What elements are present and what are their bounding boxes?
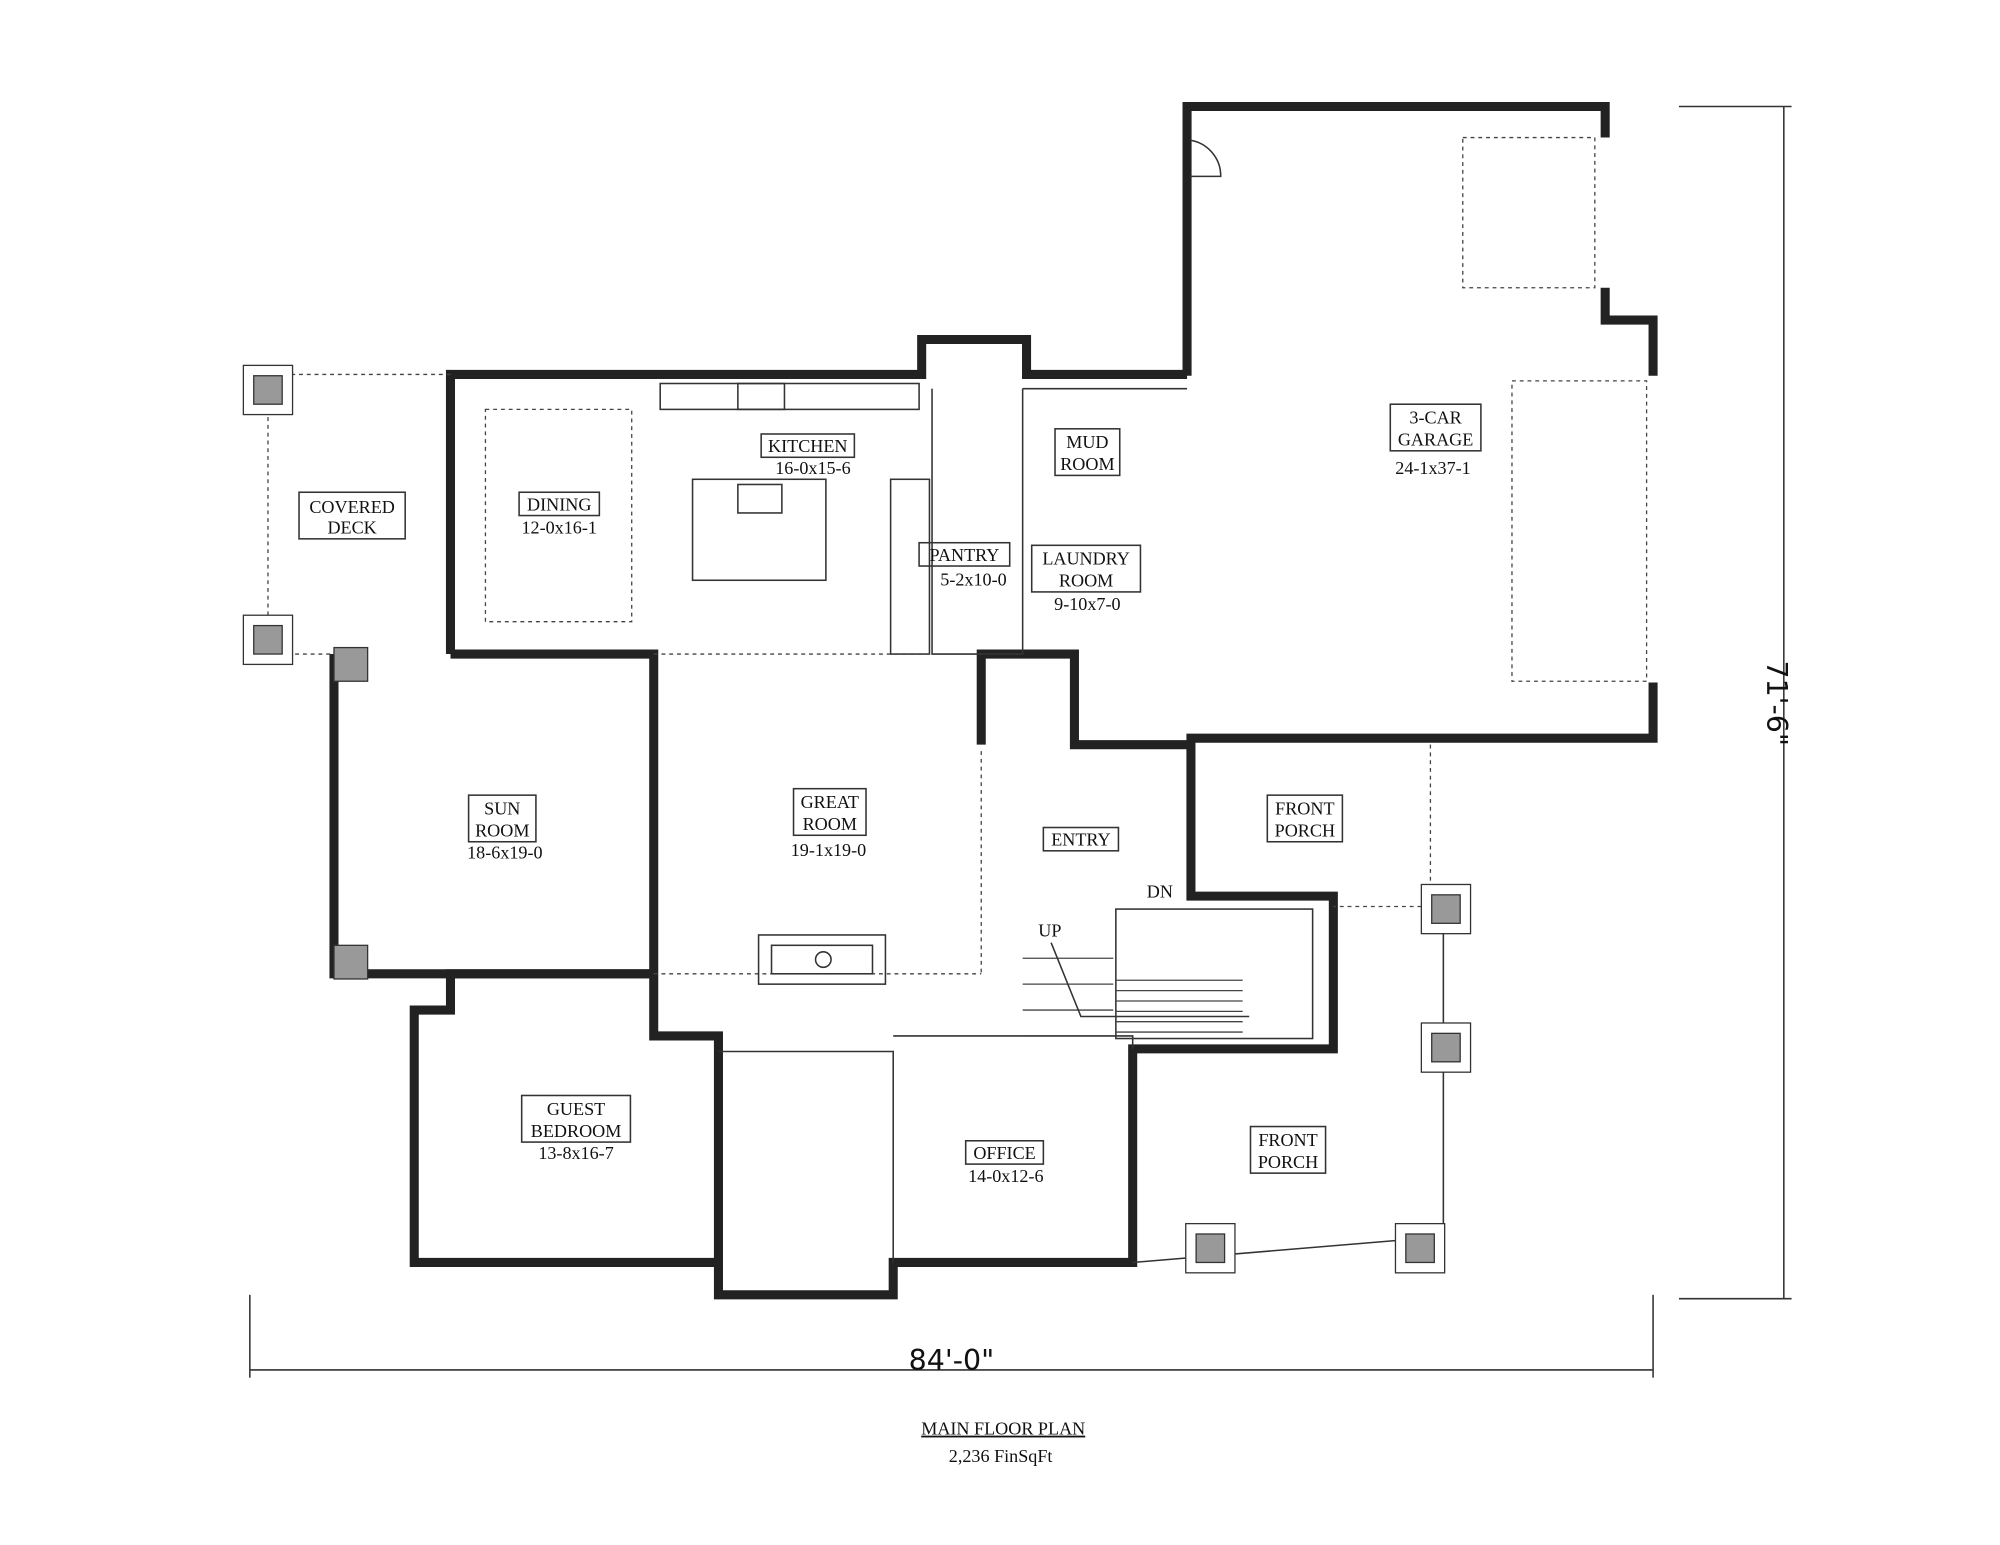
covered-deck-label-2: DECK xyxy=(327,518,376,538)
sun-room-size: 18-6x19-0 xyxy=(467,843,542,863)
front-porch-upper-label-2: PORCH xyxy=(1275,821,1335,841)
front-porch-outline xyxy=(1132,744,1472,1274)
plan-area: 2,236 FinSqFt xyxy=(949,1446,1053,1466)
garage-label-2: GARAGE xyxy=(1398,430,1473,450)
sun-room-label: SUN xyxy=(484,799,520,819)
mud-room-label: MUD xyxy=(1066,432,1108,452)
mud-room-label-2: ROOM xyxy=(1060,454,1114,474)
laundry-label: LAUNDRY xyxy=(1042,549,1130,569)
plan-title: MAIN FLOOR PLAN xyxy=(921,1419,1085,1439)
laundry-size: 9-10x7-0 xyxy=(1054,594,1120,614)
covered-deck-outline xyxy=(242,364,451,980)
front-porch-lower-label: FRONT xyxy=(1258,1130,1317,1150)
front-porch-lower-label-2: PORCH xyxy=(1258,1152,1318,1172)
dining-label: DINING xyxy=(527,494,591,514)
width-dimension: 84'-0" xyxy=(909,1344,995,1377)
laundry-label-2: ROOM xyxy=(1059,571,1113,591)
office-label: OFFICE xyxy=(973,1143,1035,1163)
great-room-label-2: ROOM xyxy=(803,814,857,834)
kitchen-size: 16-0x15-6 xyxy=(775,458,850,478)
garage-label: 3-CAR xyxy=(1409,408,1462,428)
garage-size: 24-1x37-1 xyxy=(1395,458,1470,478)
guest-bedroom-size: 13-8x16-7 xyxy=(538,1143,613,1163)
pantry-label: PANTRY xyxy=(930,545,1000,565)
room-labels: COVERED DECK DINING 12-0x16-1 KITCHEN 16… xyxy=(298,403,1482,1186)
great-room-size: 19-1x19-0 xyxy=(791,840,866,860)
pantry-size: 5-2x10-0 xyxy=(940,569,1006,589)
kitchen-label: KITCHEN xyxy=(768,436,847,456)
stairs xyxy=(1022,908,1314,1040)
stairs-up-label: UP xyxy=(1038,920,1061,940)
depth-dimension: 71'-6" xyxy=(1760,660,1793,746)
entry-label: ENTRY xyxy=(1051,830,1110,850)
dimension-lines xyxy=(249,105,1792,1378)
stairs-down-label: DN xyxy=(1147,881,1173,901)
guest-bedroom-label: GUEST xyxy=(547,1099,605,1119)
garage-walls xyxy=(1182,101,1658,784)
guest-bedroom-label-2: BEDROOM xyxy=(531,1121,622,1141)
dining-size: 12-0x16-1 xyxy=(521,518,596,538)
front-porch-upper-label: FRONT xyxy=(1275,799,1334,819)
sun-room-label-2: ROOM xyxy=(475,821,529,841)
great-room-label: GREAT xyxy=(801,792,859,812)
main-walls xyxy=(329,334,1338,1300)
office-size: 14-0x12-6 xyxy=(968,1166,1043,1186)
covered-deck-label: COVERED xyxy=(309,497,395,517)
